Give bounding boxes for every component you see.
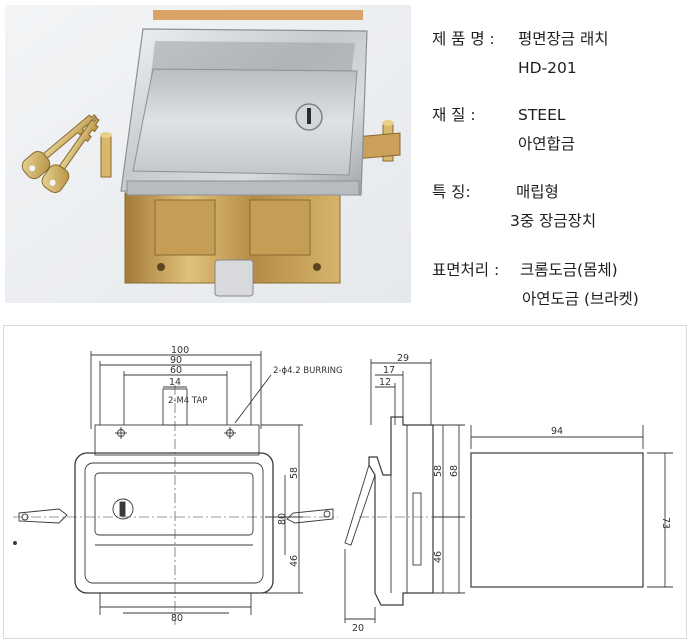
spec-value-2: 3중 장금장치 — [510, 212, 597, 230]
spec-label: 제 품 명 : — [432, 30, 495, 48]
dim-90: 90 — [170, 355, 182, 366]
dim-29: 29 — [397, 353, 409, 364]
dim-100: 100 — [171, 345, 189, 356]
burring-label: 2-ϕ4.2 BURRING — [273, 366, 343, 376]
dim-94: 94 — [551, 426, 563, 437]
spec-value-2: 아연합금 — [518, 135, 576, 153]
front-view: 100 90 60 14 2-ϕ4.2 BURRING 2-M4 TAP — [13, 345, 343, 625]
tap-label: 2-M4 TAP — [168, 396, 207, 406]
product-photo — [5, 5, 411, 303]
dim-14: 14 — [169, 377, 181, 388]
dim-80-horizontal: 80 — [171, 613, 183, 624]
dim-46-front: 46 — [289, 555, 300, 567]
dim-17: 17 — [383, 365, 395, 376]
dim-60: 60 — [170, 365, 182, 376]
spec-value-2: 아연도금 (브라켓) — [522, 290, 639, 308]
dim-68: 68 — [449, 465, 460, 477]
spec-label: 특 징: — [432, 183, 471, 201]
spec-value: 크롬도금(몸체) — [520, 261, 618, 279]
dim-58-side: 58 — [433, 465, 444, 477]
spec-value: STEEL — [518, 106, 566, 124]
spec-value: 평면장금 래치 — [518, 30, 609, 48]
spec-value: 매립형 — [516, 183, 559, 201]
dim-73: 73 — [660, 517, 671, 529]
side-view: 29 17 12 58 68 46 20 — [344, 353, 465, 634]
spec-value-2: HD-201 — [518, 59, 577, 77]
spec-label: 표면처리 : — [432, 261, 500, 279]
dim-20: 20 — [352, 623, 364, 634]
dim-58-front: 58 — [289, 467, 300, 479]
back-view: 94 73 — [470, 425, 673, 588]
dim-12: 12 — [379, 377, 391, 388]
latch-photo-illustration — [5, 5, 411, 303]
dim-80-vertical: 80 — [277, 513, 288, 525]
spec-label: 재 질 : — [432, 106, 476, 124]
dim-46-side: 46 — [433, 551, 444, 563]
technical-drawing: 100 90 60 14 2-ϕ4.2 BURRING 2-M4 TAP — [3, 325, 687, 639]
